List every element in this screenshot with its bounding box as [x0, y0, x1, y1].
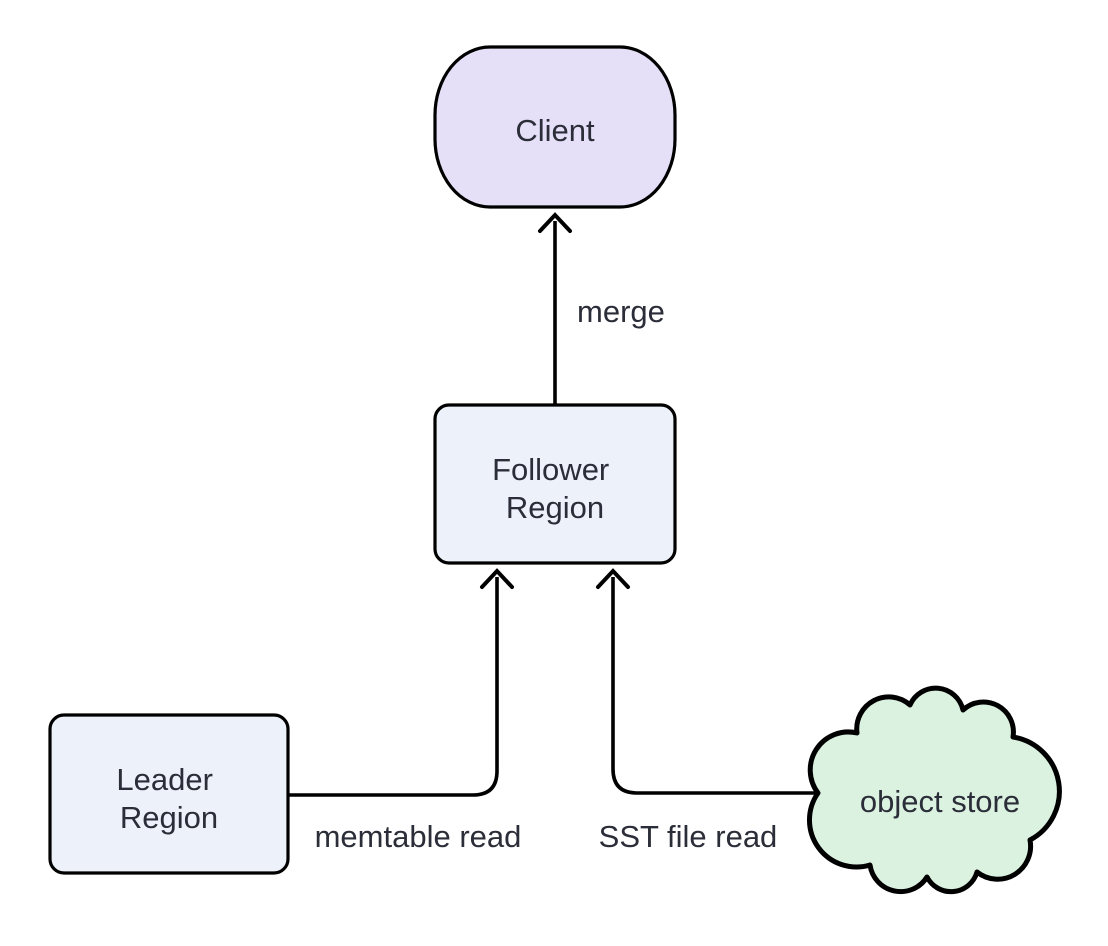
leader-region-label: Leader Region [116, 762, 221, 835]
edge-sst-file-read-line [611, 577, 818, 795]
edge-merge-label: merge [577, 294, 665, 329]
arrowhead-up-icon [538, 212, 572, 233]
arrowhead-up-icon [480, 568, 514, 589]
node-object-store: object store [806, 685, 1062, 895]
edge-sst-file-read-label: SST file read [599, 819, 778, 854]
node-follower-region: Follower Region [433, 403, 677, 565]
edge-memtable-read: memtable read [288, 568, 522, 854]
follower-region-label-line2: Region [506, 490, 604, 525]
edge-sst-file-read: SST file read [596, 568, 818, 854]
client-label: Client [515, 113, 595, 148]
client-shape [433, 45, 677, 209]
edge-memtable-read-line [288, 577, 499, 797]
node-leader-region: Leader Region [48, 713, 290, 875]
cloud-icon [806, 685, 1062, 895]
leader-region-label-line2: Region [120, 800, 218, 835]
leader-region-label-line1: Leader [116, 762, 213, 797]
node-client: Client [433, 45, 677, 209]
arrowhead-up-icon [596, 568, 630, 589]
follower-region-shape [433, 403, 677, 565]
object-store-label: object store [860, 784, 1020, 819]
leader-region-shape [48, 713, 290, 875]
follower-region-label: Follower Region [492, 452, 618, 525]
edge-memtable-read-label: memtable read [315, 819, 522, 854]
follower-region-label-line1: Follower [492, 452, 609, 487]
edge-merge: merge [538, 212, 665, 405]
